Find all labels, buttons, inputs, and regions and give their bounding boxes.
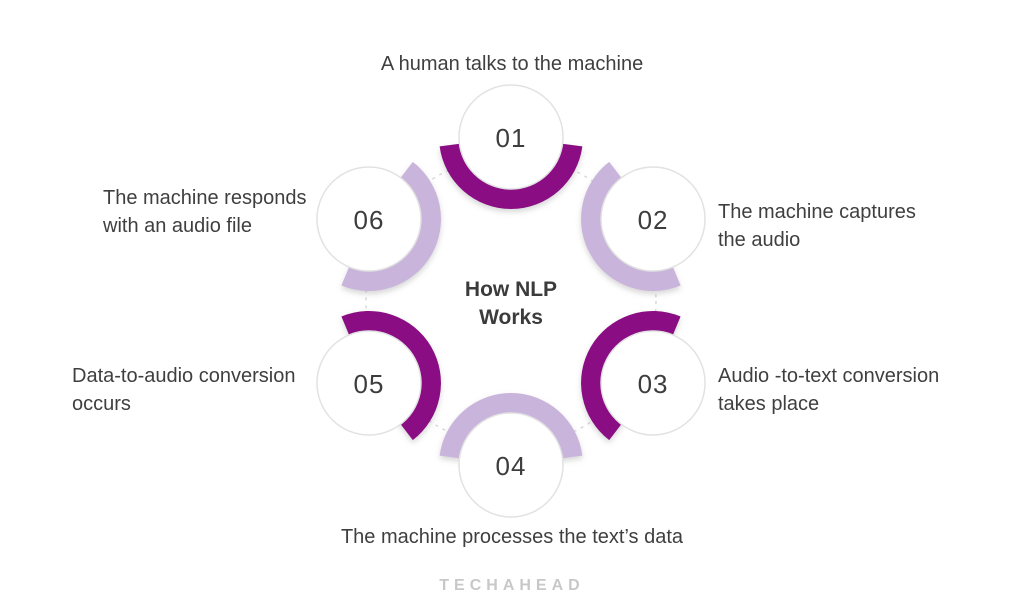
dashed-connector-ring [365,155,657,447]
step-label-03: Audio -to-text conversion takes place [718,365,940,415]
step-label-02: The machine captures the audio [718,201,916,251]
step-number-03: 03 [638,369,669,399]
step-arc-04 [439,393,583,459]
step-circle-04 [458,412,564,518]
step-arc-06 [341,161,441,291]
step-number-06: 06 [354,205,385,235]
techahead-logo: TECHAHEAD [439,577,585,594]
step-circle-02 [600,166,706,272]
step-circle-01 [458,84,564,190]
step-number-05: 05 [354,369,385,399]
step-arc-05 [341,311,441,441]
step-label-06: The machine responds with an audio file [103,187,307,237]
step-circle-03 [600,330,706,436]
step-arc-01 [439,143,583,209]
step-number-02: 02 [638,205,669,235]
step-label-05: Data-to-audio conversion occurs [72,365,296,415]
diagram-center-title: How NLP Works [464,278,558,329]
step-number-04: 04 [496,451,527,481]
step-arc-03 [581,310,681,441]
step-arc-02 [581,161,681,292]
step-label-01: A human talks to the machine [380,53,644,75]
step-circle-06 [316,166,422,272]
step-number-01: 01 [496,123,527,153]
step-label-04: The machine processes the text’s data [340,526,684,548]
step-circle-05 [316,330,422,436]
